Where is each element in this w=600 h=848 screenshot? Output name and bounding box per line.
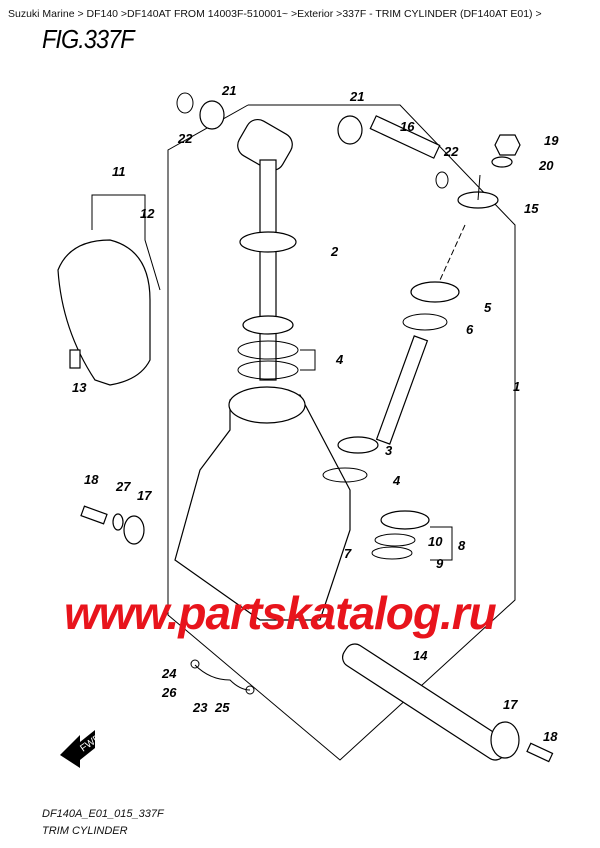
ring-22b bbox=[435, 171, 449, 189]
callout[interactable]: 2 bbox=[330, 244, 339, 259]
oring-9 bbox=[371, 546, 413, 560]
bushing-21 bbox=[199, 100, 225, 130]
callout[interactable]: 13 bbox=[72, 380, 87, 395]
callout[interactable]: 22 bbox=[177, 131, 193, 146]
washer-20 bbox=[491, 156, 513, 168]
cylinder-body bbox=[174, 394, 351, 621]
bushing-17b bbox=[490, 721, 520, 759]
wire-terminal bbox=[245, 685, 255, 695]
piston-8 bbox=[380, 510, 430, 530]
callout[interactable]: 18 bbox=[543, 729, 558, 744]
callout[interactable]: 15 bbox=[524, 201, 539, 216]
nut-19 bbox=[494, 134, 521, 156]
diagram-caption: TRIM CYLINDER bbox=[42, 825, 128, 837]
callout[interactable]: 12 bbox=[140, 206, 155, 221]
callout[interactable]: 11 bbox=[112, 164, 126, 179]
bolt-13 bbox=[69, 349, 81, 369]
leader-8 bbox=[430, 526, 453, 561]
rod-guide bbox=[239, 231, 297, 253]
oring-4 bbox=[237, 340, 299, 360]
callout[interactable]: 26 bbox=[161, 685, 177, 700]
ground-wire bbox=[194, 664, 251, 691]
bushing-17 bbox=[123, 515, 145, 545]
callout[interactable]: 3 bbox=[385, 443, 393, 458]
leader-11 bbox=[91, 194, 161, 291]
callout[interactable]: 27 bbox=[115, 479, 131, 494]
callout[interactable]: 25 bbox=[214, 700, 230, 715]
figure-title: FIG.337F bbox=[42, 24, 135, 54]
callout[interactable]: 21 bbox=[349, 89, 364, 104]
callout[interactable]: 19 bbox=[544, 133, 559, 148]
bolt-18 bbox=[80, 505, 108, 525]
pin-16 bbox=[369, 115, 441, 159]
diagram-code: DF140A_E01_015_337F bbox=[42, 808, 164, 820]
callout[interactable]: 24 bbox=[161, 666, 177, 681]
axis-line bbox=[439, 224, 466, 281]
assembly-frame bbox=[167, 104, 516, 761]
callout[interactable]: 8 bbox=[458, 538, 466, 553]
watermark: www.partskatalog.ru bbox=[64, 587, 497, 639]
callout[interactable]: 1 bbox=[513, 379, 520, 394]
callout[interactable]: 17 bbox=[503, 697, 518, 712]
callout-labels: 21 22 21 16 22 19 20 15 11 12 2 5 6 4 1 … bbox=[72, 83, 559, 744]
upper-eye bbox=[237, 118, 293, 172]
washer-27 bbox=[112, 513, 124, 531]
callout[interactable]: 14 bbox=[413, 648, 428, 663]
trim-tube bbox=[375, 335, 429, 445]
oring-10 bbox=[374, 533, 416, 547]
plug-5 bbox=[410, 281, 460, 303]
bushing-21b bbox=[337, 115, 363, 145]
oring-6 bbox=[402, 313, 448, 331]
bolt-18b bbox=[526, 742, 554, 763]
leader-4 bbox=[300, 349, 316, 371]
ring-22 bbox=[176, 92, 194, 114]
valve-3 bbox=[337, 436, 379, 454]
callout[interactable]: 21 bbox=[221, 83, 236, 98]
callout[interactable]: 9 bbox=[436, 556, 444, 571]
callout[interactable]: 5 bbox=[484, 300, 492, 315]
callout[interactable]: 6 bbox=[466, 322, 474, 337]
callout[interactable]: 7 bbox=[344, 546, 352, 561]
callout[interactable]: 10 bbox=[428, 534, 443, 549]
callout[interactable]: 16 bbox=[400, 119, 415, 134]
callout[interactable]: 23 bbox=[192, 700, 208, 715]
callout[interactable]: 22 bbox=[443, 144, 459, 159]
oring-4c bbox=[322, 467, 368, 483]
callout[interactable]: 4 bbox=[335, 352, 344, 367]
cylinder-top bbox=[228, 386, 306, 424]
oring-4b bbox=[237, 360, 299, 380]
callout[interactable]: 20 bbox=[538, 158, 554, 173]
callout[interactable]: 17 bbox=[137, 488, 152, 503]
callout[interactable]: 18 bbox=[84, 472, 99, 487]
cover-part bbox=[57, 239, 151, 386]
wire-terminal bbox=[190, 659, 200, 669]
breadcrumb[interactable]: Suzuki Marine > DF140 >DF140AT FROM 1400… bbox=[8, 8, 542, 20]
seal-4 bbox=[242, 315, 294, 335]
piston-rod bbox=[259, 159, 277, 381]
fwd-arrow-icon: FWD bbox=[60, 730, 103, 768]
callout[interactable]: 4 bbox=[392, 473, 401, 488]
stud-shaft bbox=[477, 174, 481, 201]
